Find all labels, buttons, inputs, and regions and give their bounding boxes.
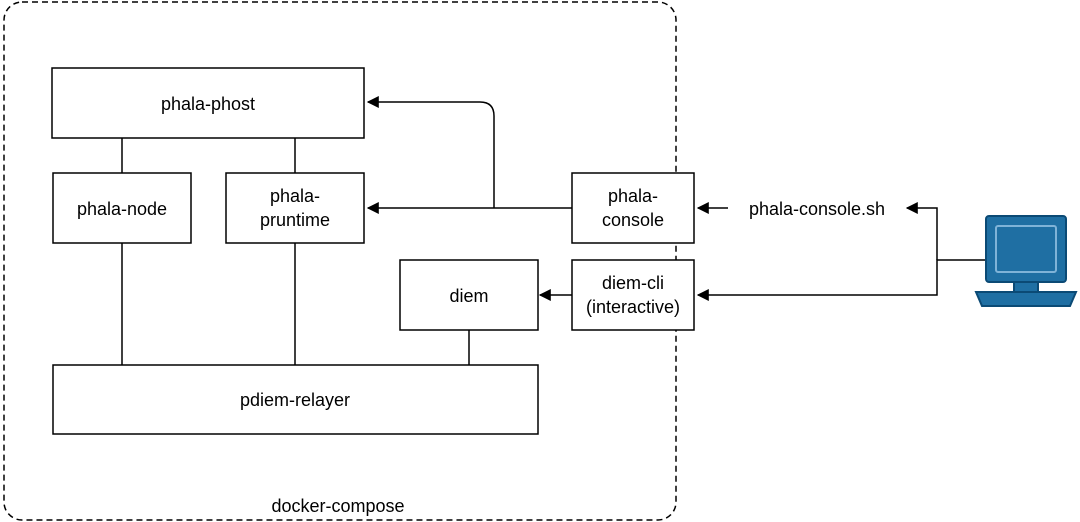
pdiem-relayer-label: pdiem-relayer [240, 390, 350, 410]
computer-to-script-arrow [905, 202, 938, 260]
diem-label: diem [449, 286, 488, 306]
console-to-phost-arrow [366, 96, 495, 208]
phala-node-node: phala-node [52, 172, 192, 244]
phala-phost-label: phala-phost [161, 94, 255, 114]
phala-console-node: phala- console [571, 172, 695, 244]
diem-cli-node: diem-cli (interactive) [571, 259, 695, 331]
phala-console-sh-label: phala-console.sh [749, 199, 885, 219]
pdiem-relayer-node: pdiem-relayer [52, 364, 539, 435]
phala-pruntime-label-line1: phala- [270, 186, 320, 206]
computer-icon [974, 215, 1078, 307]
phala-console-label-line2: console [602, 210, 664, 230]
phala-node-label: phala-node [77, 199, 167, 219]
docker-compose-label: docker-compose [271, 496, 404, 516]
computer-to-cli-arrow [696, 259, 985, 301]
diem-node: diem [399, 259, 539, 331]
phala-console-label-line1: phala- [608, 186, 658, 206]
phala-phost-node: phala-phost [51, 67, 365, 139]
phala-pruntime-node: phala- pruntime [225, 172, 365, 244]
diem-cli-label-line2: (interactive) [586, 297, 680, 317]
phala-pruntime-label-line2: pruntime [260, 210, 330, 230]
diem-cli-label-line1: diem-cli [602, 273, 664, 293]
